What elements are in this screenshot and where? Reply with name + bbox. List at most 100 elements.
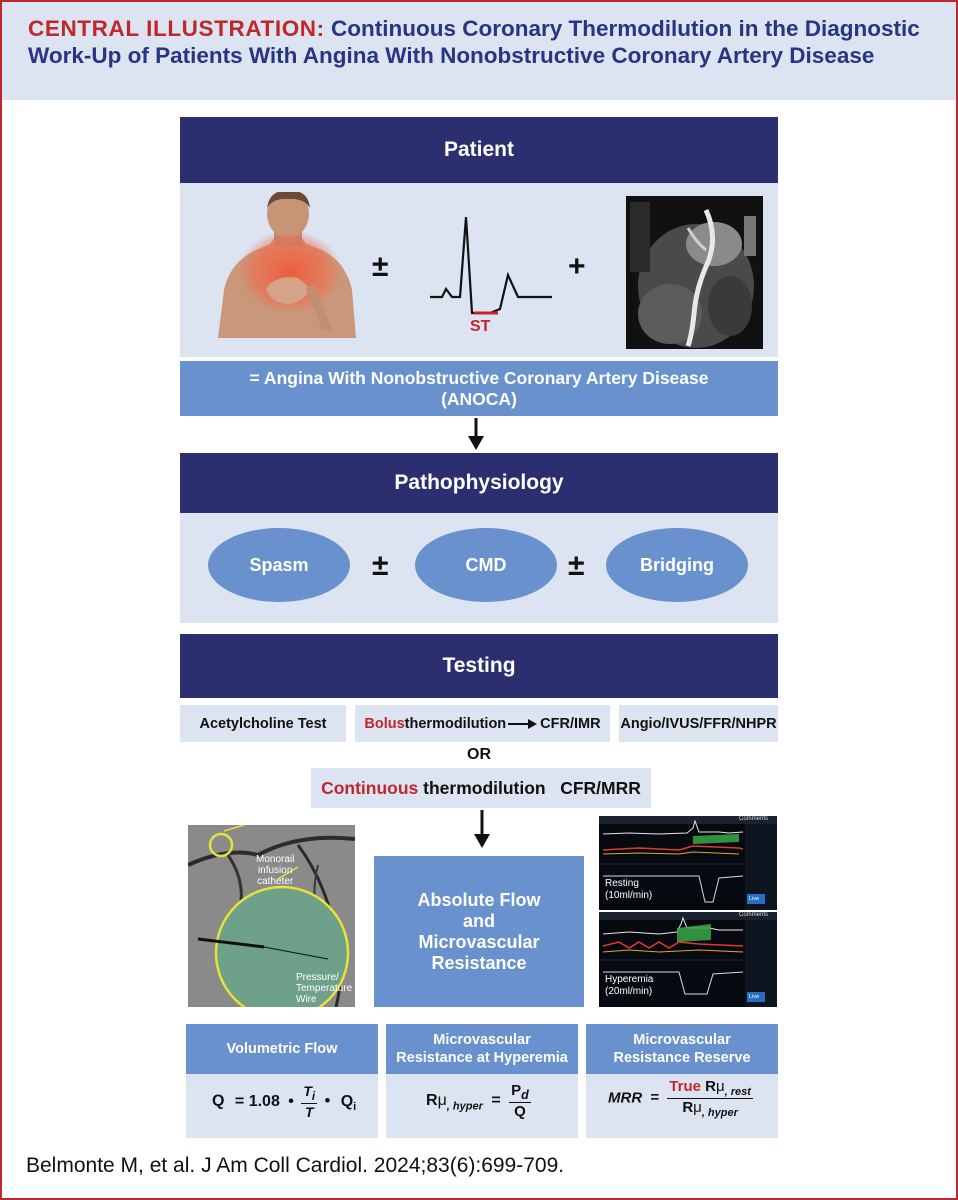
hyperemia-label: Hyperemia (20ml/min) [605,974,653,998]
bolus-label: Bolus [364,715,405,732]
formula-dot-1: • [288,1092,294,1110]
resting-label-line1: Resting [605,878,639,889]
absolute-flow-line2: and [462,910,495,931]
absolute-flow-line1: Absolute Flow [417,889,541,910]
resting-live-label: Live [749,896,760,902]
catheter-label-line3: catheter [257,876,294,887]
volumetric-flow-formula: Q = 1.08 • Ti T • Qi [212,1083,356,1120]
hyperemia-monitor: Comments Live Hyperemia (20ml/min) [599,912,777,1007]
title-text: Continuous Coronary Thermodilution in th… [28,16,920,68]
wire-label-line1: Pressure/ [296,972,339,983]
resistance-hyperemia-title-line2: Resistance at Hyperemia [396,1050,568,1066]
formula-pd: P [511,1082,522,1099]
testing-heading: Testing [180,634,778,698]
formula-pressure-fraction: Pd Q [509,1082,531,1120]
formula-r-rest: R [705,1078,716,1095]
plus-symbol: + [568,250,586,283]
formula-r-sub: , hyper [446,1100,483,1113]
formula-r-hyper: R [682,1099,694,1116]
hyperemia-trace-chart [599,912,777,1007]
hyperemia-monitor-header: Comments [739,912,769,918]
formula-ti-sub: i [311,1089,316,1103]
continuous-label: Continuous [321,777,419,798]
acetylcholine-test-box: Acetylcholine Test [180,705,346,742]
arrow-down-icon [468,418,484,450]
volumetric-flow-title: Volumetric Flow [226,1041,338,1057]
formula-equals: = [491,1092,501,1110]
plus-minus-symbol-1: ± [372,250,389,283]
arrow-down-icon-2 [474,810,490,848]
illustration-title: CENTRAL ILLUSTRATION: Continuous Coronar… [28,15,928,69]
resistance-hyperemia-formula: Rμ, hyper = Pd Q [426,1082,531,1120]
formula-r: R [426,1092,438,1110]
mrr-formula: MRR = True Rμ, rest Rμ, hyper [608,1078,753,1119]
wire-label-line2: Temperature [296,983,353,994]
wire-label: Pressure/ Temperature Wire [296,972,352,1005]
absolute-flow-line3: Microvascular [418,931,540,952]
mrr-title-line2: Resistance Reserve [613,1050,751,1066]
ecg-trace-icon [430,217,552,315]
formula-true: True [669,1078,701,1095]
formula-qi: Q [340,1092,354,1110]
resting-monitor: Comments Live Resting (10ml/min) [599,816,777,910]
ct-coronary-angiography-image [626,196,763,349]
formula-t: T [304,1103,314,1120]
formula-dot-2: • [324,1092,331,1110]
formula-mu: μ [437,1092,447,1110]
resting-trace-chart [599,816,777,910]
resting-label-line2: (10ml/min) [605,890,653,901]
absolute-flow-line4: Resistance [431,952,527,973]
formula-ti: T [303,1083,312,1099]
volumetric-flow-title-box: Volumetric Flow [186,1024,378,1074]
plus-minus-symbol-2: ± [372,549,389,582]
angiogram-image: Monorail infusion catheter Pressure/ Tem… [188,825,355,1007]
mrr-formula-box [586,1074,778,1138]
formula-q: Q [212,1092,225,1110]
anoca-definition-box: = Angina With Nonobstructive Coronary Ar… [180,361,778,416]
bolus-thermodilution-box: Bolus thermodilution CFR/IMR [355,705,610,742]
formula-resistance-fraction: True Rμ, rest Rμ, hyper [667,1078,753,1119]
or-label: OR [467,746,491,763]
formula-q-den: Q [514,1103,526,1120]
formula-rest-sub: , rest [724,1086,751,1098]
resistance-hyperemia-title-line1: Microvascular [433,1032,531,1048]
patient-chest-pain-illustration [218,192,356,338]
formula-qi-sub: i [353,1100,357,1113]
catheter-label-line2: infusion [257,865,293,876]
formula-mrr-equals: = [650,1089,660,1107]
angio-ivus-ffr-nhpr-box: Angio/IVUS/FFR/NHPR [619,705,778,742]
plus-minus-symbol-3: ± [568,549,585,582]
formula-mu-rest: μ [715,1078,725,1095]
spasm-ellipse: Spasm [208,528,350,602]
pathophysiology-heading: Pathophysiology [180,453,778,513]
mrr-title-line1: Microvascular [633,1032,731,1048]
formula-coefficient: = 1.08 [234,1092,280,1110]
arrow-right-icon [508,718,538,729]
resting-label: Resting (10ml/min) [605,878,652,902]
formula-mu-hyper: μ [693,1099,702,1116]
cmd-ellipse: CMD [415,528,557,602]
catheter-label-line1: Monorail [256,854,295,865]
title-lead: CENTRAL ILLUSTRATION: [28,16,325,41]
resistance-hyperemia-formula-box [386,1074,578,1138]
mrr-title-box: Microvascular Resistance Reserve [586,1024,778,1074]
wire-label-line3: Wire [296,994,317,1005]
bolus-thermodilution-text: thermodilution [404,715,507,732]
resistance-hyperemia-title-box: Microvascular Resistance at Hyperemia [386,1024,578,1074]
formula-mrr: MRR [608,1089,643,1107]
title-banner: CENTRAL ILLUSTRATION: Continuous Coronar… [2,2,956,100]
formula-temperature-fraction: Ti T [301,1083,318,1120]
cfr-imr-label: CFR/IMR [540,715,601,732]
hyperemia-live-label: Live [749,994,760,1000]
absolute-flow-box: Absolute Flow and Microvascular Resistan… [374,856,584,1007]
hyperemia-label-line2: (20ml/min) [605,986,653,997]
hyperemia-label-line1: Hyperemia [605,974,654,985]
angiogram-drawing [188,825,355,1007]
formula-pd-sub: d [521,1088,529,1102]
citation: Belmonte M, et al. J Am Coll Cardiol. 20… [26,1154,565,1177]
formula-hyper-sub: , hyper [701,1107,738,1119]
patient-heading: Patient [180,117,778,183]
continuous-thermodilution-text: thermodilution CFR/MRR [418,777,641,798]
bridging-ellipse: Bridging [606,528,748,602]
